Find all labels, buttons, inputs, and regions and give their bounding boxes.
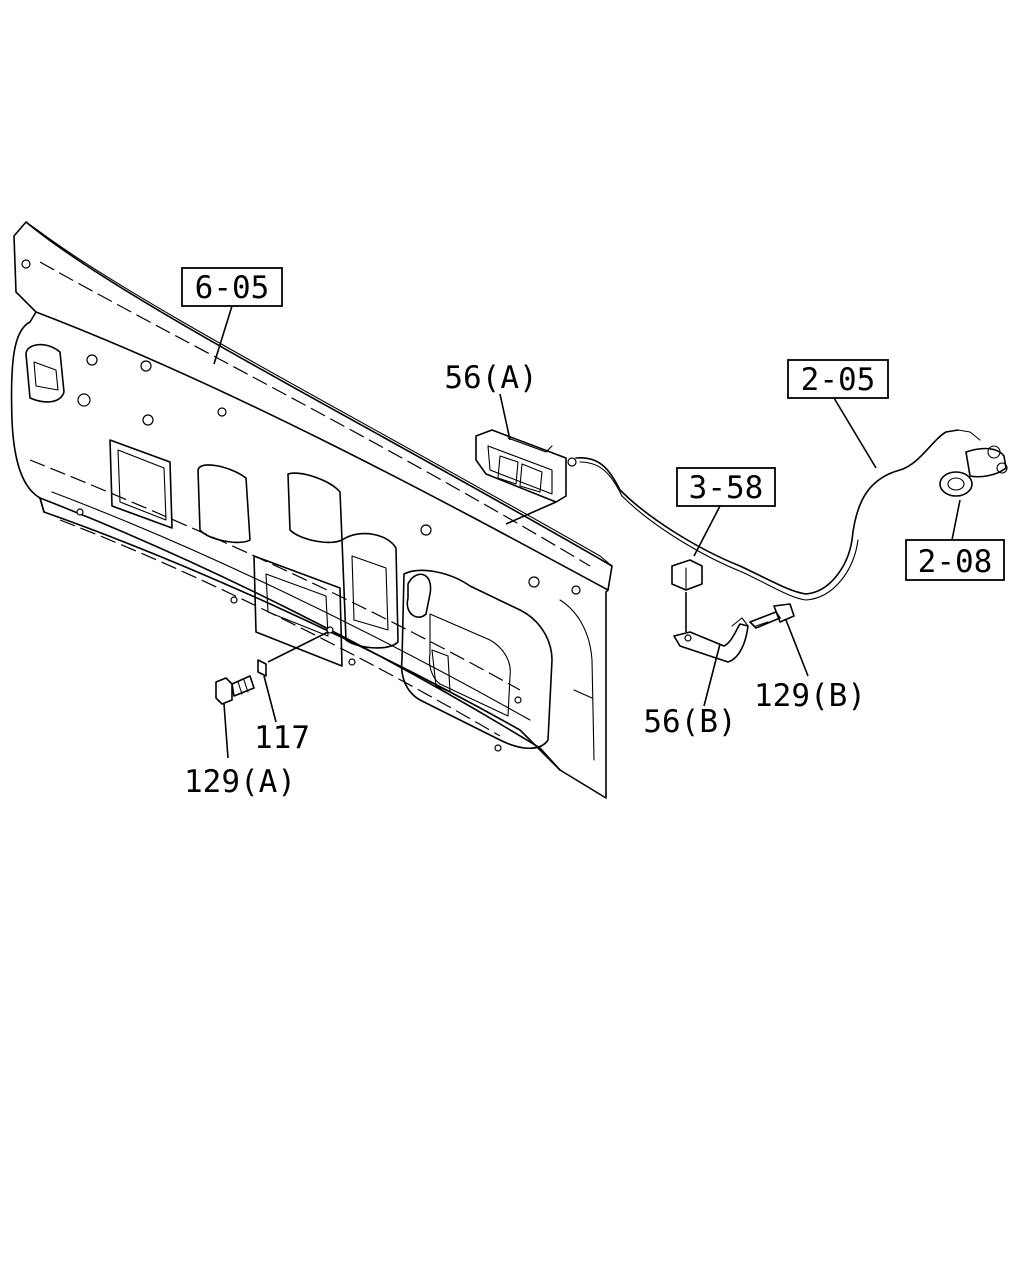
callout-605-label: 6-05 bbox=[195, 270, 270, 306]
label-117: 117 bbox=[254, 720, 310, 756]
sensor-208 bbox=[939, 429, 1008, 497]
clamp-358 bbox=[671, 559, 703, 591]
callout-205: 2-05 bbox=[787, 359, 889, 399]
bolt-129b bbox=[749, 603, 795, 629]
label-129a: 129(A) bbox=[184, 764, 296, 800]
callout-358: 3-58 bbox=[676, 467, 776, 507]
callout-208-label: 2-08 bbox=[918, 544, 993, 580]
label-129b: 129(B) bbox=[754, 678, 866, 714]
label-56b: 56(B) bbox=[643, 704, 736, 740]
leader-lines bbox=[213, 305, 961, 759]
dash-panel bbox=[10, 221, 613, 799]
callout-205-label: 2-05 bbox=[801, 362, 876, 398]
relay-module-56a bbox=[475, 429, 577, 503]
callout-208: 2-08 bbox=[905, 539, 1005, 581]
bolt-129a bbox=[215, 675, 255, 705]
callout-358-label: 3-58 bbox=[689, 470, 764, 506]
cable-harness bbox=[575, 429, 959, 601]
callout-605: 6-05 bbox=[181, 267, 283, 307]
bracket-56b bbox=[673, 617, 749, 663]
label-56a: 56(A) bbox=[444, 360, 537, 396]
washer-117 bbox=[257, 659, 267, 677]
